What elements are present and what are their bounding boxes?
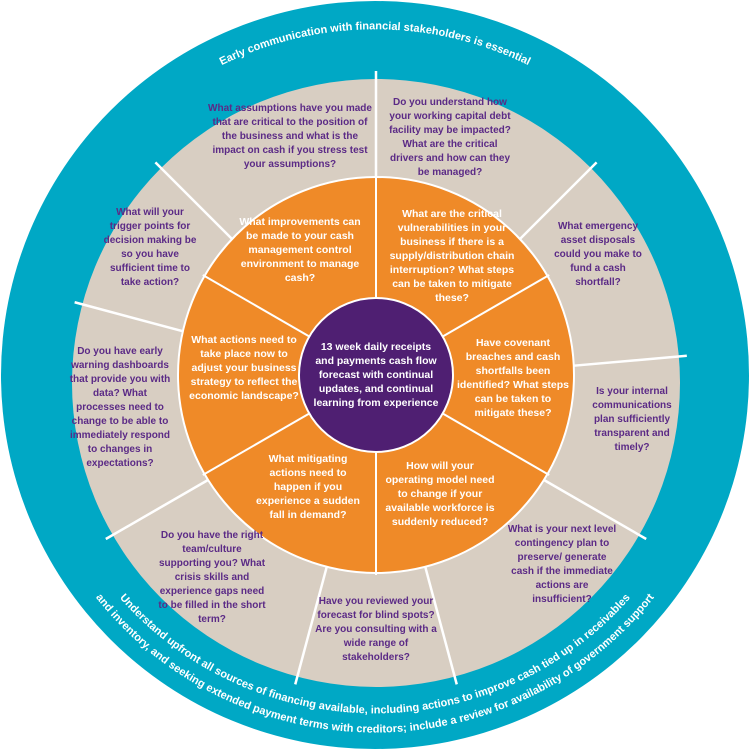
divider-line [436,409,550,476]
divider-line [539,476,647,541]
divider-line [509,161,598,250]
inner-actions: What actions need to take place now to a… [189,334,299,402]
inner-covenant: Have covenant breaches and cash shortfal… [457,337,570,419]
divider-line [565,354,687,368]
outer-early-warning: Do you have early warning dashboards tha… [69,346,171,469]
divider-line [202,409,316,476]
outer-communications: Is your internal communications plan suf… [592,386,672,453]
inner-mitigating: What mitigating actions need to happen i… [256,453,360,521]
outer-dividers [74,71,687,685]
outer-trigger-points: What will your trigger points for decisi… [103,207,197,288]
outer-working-capital: Do you understand how your working capit… [389,97,511,178]
outer-emergency: What emergency asset disposals could you… [554,221,642,288]
outer-team: Do you have the right team/culture suppo… [158,530,266,625]
divider-line [154,161,243,250]
outer-reviewed: Have you reviewed your forecast for blin… [315,596,437,663]
divider-line [202,274,316,341]
center-text: 13 week daily receipts and payments cash… [313,341,439,409]
center-circle [298,297,454,453]
divider-line [436,274,550,341]
divider-line [105,476,213,541]
outer-assumptions: What assumptions have you made that are … [208,103,372,170]
inner-dividers [202,175,550,575]
outer-contingency: What is your next level contingency plan… [507,524,617,605]
divider-line [423,566,458,685]
divider-line [294,566,329,685]
inner-improvements: What improvements can be made to your ca… [239,216,361,284]
inner-vulnerabilities: What are the critical vulnerabilities in… [389,208,515,304]
divider-line [74,301,193,336]
inner-operating-model: How will your operating model need to ch… [385,460,495,528]
